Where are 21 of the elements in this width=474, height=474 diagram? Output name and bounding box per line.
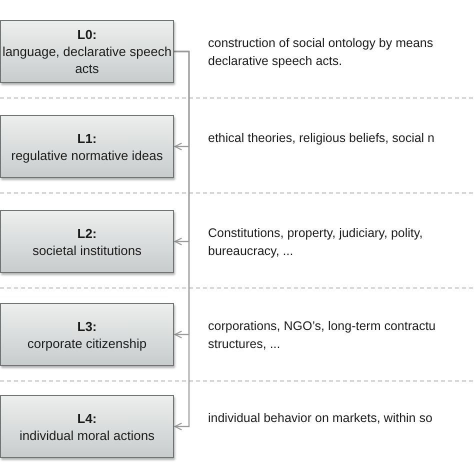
level-description: Constitutions, property, judiciary, polity, bureaucracy, ... bbox=[208, 225, 424, 260]
level-box bbox=[0, 20, 174, 83]
level-box bbox=[0, 395, 174, 458]
arrow bbox=[174, 50, 190, 430]
level-description: corporations, NGO’s, long-term contractu structures, ... bbox=[208, 318, 437, 353]
level-heading: L4: bbox=[77, 410, 97, 426]
level-description: individual behavior on markets, within so bbox=[208, 410, 434, 427]
level-heading: L0: bbox=[77, 26, 97, 43]
level-heading: L1: bbox=[77, 130, 97, 146]
level-description: construction of social ontology by means declarative speech acts. bbox=[208, 35, 434, 70]
level-name: societal institutions bbox=[32, 242, 142, 258]
level-heading: L2: bbox=[77, 224, 97, 242]
level-name: corporate citizenship bbox=[27, 334, 147, 352]
level-box bbox=[0, 115, 174, 178]
level-heading: L3: bbox=[77, 318, 97, 334]
level-name: regulative normative ideas bbox=[11, 146, 163, 164]
level-name: language, declarative speech acts bbox=[1, 43, 173, 77]
level-box bbox=[0, 303, 174, 366]
level-name: individual moral actions bbox=[19, 426, 155, 444]
level-box bbox=[0, 210, 174, 273]
level-description: ethical theories, religious beliefs, social n bbox=[208, 130, 436, 147]
